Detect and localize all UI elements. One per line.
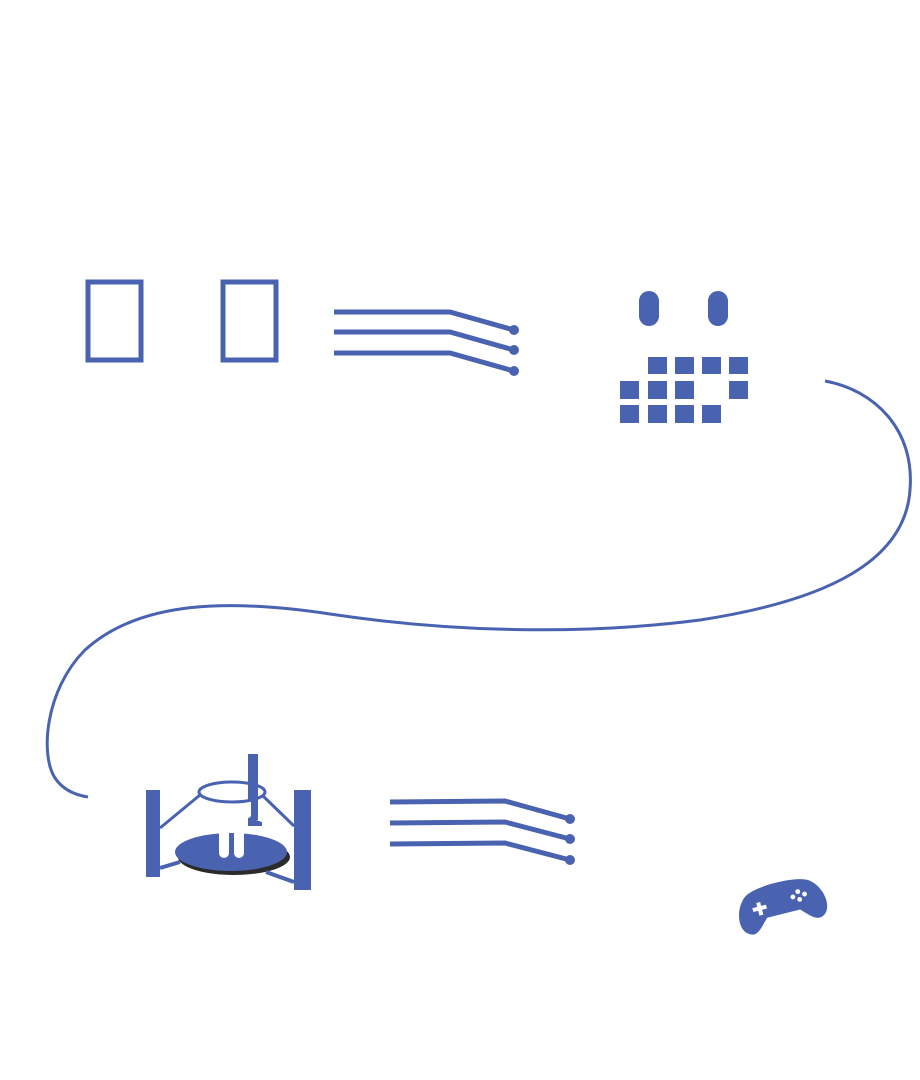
gamepad-icon xyxy=(739,879,828,935)
wire-connector-icon-bottom xyxy=(389,798,575,865)
turntable-ring xyxy=(197,780,267,804)
grid-mouth xyxy=(620,357,748,423)
turntable-figure-icon xyxy=(146,754,311,890)
emoticon-icon xyxy=(620,291,748,423)
left-outline-boxes xyxy=(85,279,279,363)
outline-box-1 xyxy=(85,279,144,363)
wire-connector-icon xyxy=(334,309,519,376)
outline-box-2 xyxy=(220,279,279,363)
right-post xyxy=(294,790,311,890)
flow-line xyxy=(45,379,912,799)
turntable-base xyxy=(175,833,287,871)
right-eye xyxy=(708,291,728,326)
left-eye xyxy=(639,291,659,326)
left-post xyxy=(146,790,160,877)
